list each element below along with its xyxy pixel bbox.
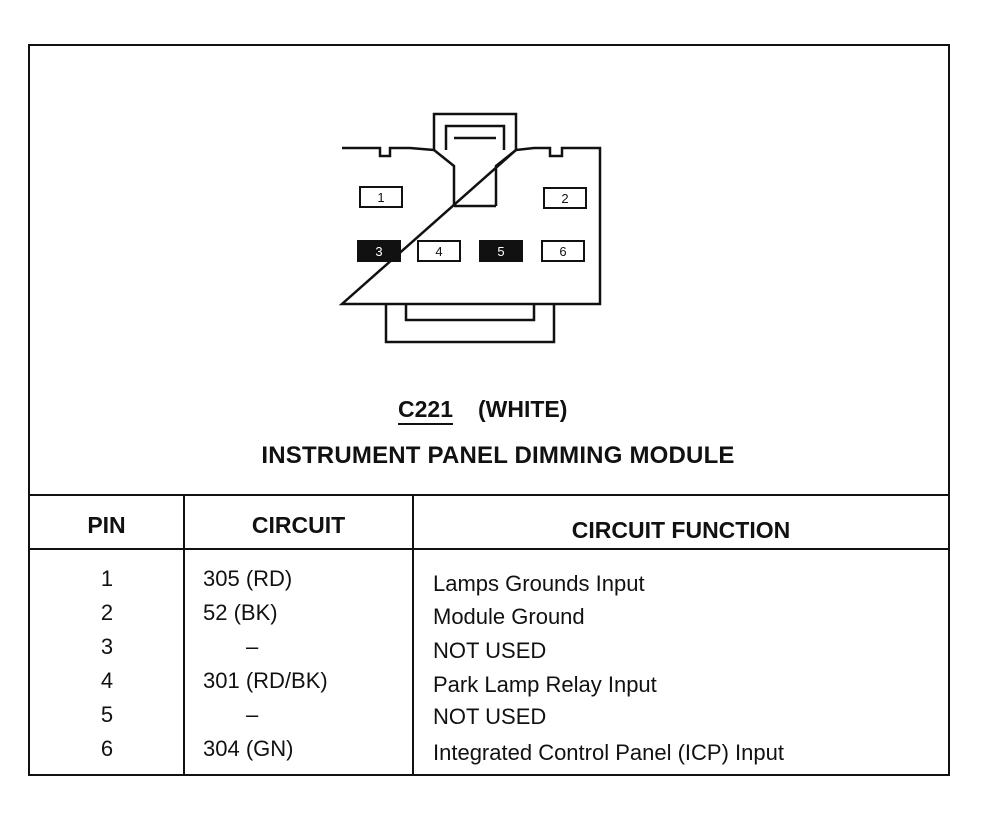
table-header-rule (28, 548, 950, 550)
cavity-1: 1 (359, 186, 403, 208)
table-top-rule (28, 494, 950, 496)
function-cell: Lamps Grounds Input (433, 571, 645, 596)
header-function: CIRCUIT FUNCTION (571, 517, 791, 543)
cavity-6: 6 (541, 240, 585, 262)
connector-bottom-tab (384, 304, 556, 344)
circuit-cell: – (246, 702, 259, 727)
connector-color: (WHITE) (478, 396, 568, 422)
connector-id: C221 (398, 396, 453, 425)
diagram-frame (28, 44, 950, 776)
cavity-box (357, 240, 401, 262)
cavity-box (417, 240, 461, 262)
cavity-4: 4 (417, 240, 461, 262)
circuit-cell: – (246, 634, 259, 659)
table-divider-2 (412, 494, 414, 776)
cavity-label: 3 (375, 244, 382, 259)
cavity-3: 3 (357, 240, 401, 262)
circuit-cell: 301 (RD/BK) (203, 668, 328, 693)
function-cell: NOT USED (433, 638, 547, 663)
pin-cell: 4 (100, 668, 114, 693)
header-circuit: CIRCUIT (251, 512, 346, 538)
cavity-label: 5 (497, 244, 504, 259)
connector-latch (432, 112, 518, 150)
cavity-label: 6 (559, 244, 566, 259)
cavity-5: 5 (479, 240, 523, 262)
function-cell: NOT USED (433, 704, 547, 729)
pin-cell: 1 (100, 566, 114, 591)
cavity-2: 2 (543, 187, 587, 209)
table-divider-1 (183, 494, 185, 776)
connector-body (338, 146, 602, 306)
function-cell: Integrated Control Panel (ICP) Input (433, 740, 784, 765)
circuit-cell: 52 (BK) (203, 600, 278, 625)
connector-title: INSTRUMENT PANEL DIMMING MODULE (261, 442, 735, 469)
pin-cell: 3 (100, 634, 114, 659)
cavity-box (541, 240, 585, 262)
function-cell: Module Ground (433, 604, 585, 629)
function-cell: Park Lamp Relay Input (433, 672, 657, 697)
pin-cell: 2 (100, 600, 114, 625)
pin-cell: 6 (100, 736, 114, 761)
cavity-label: 4 (435, 244, 442, 259)
pin-cell: 5 (100, 702, 114, 727)
cavity-label: 1 (377, 190, 384, 205)
circuit-cell: 305 (RD) (203, 566, 293, 591)
circuit-cell: 304 (GN) (203, 736, 294, 761)
cavity-box (479, 240, 523, 262)
connector-drawing: 1 2 3 4 5 6 (338, 112, 602, 344)
cavity-label: 2 (561, 191, 568, 206)
cavity-box (543, 187, 587, 209)
cavity-box (359, 186, 403, 208)
header-pin: PIN (87, 512, 126, 538)
